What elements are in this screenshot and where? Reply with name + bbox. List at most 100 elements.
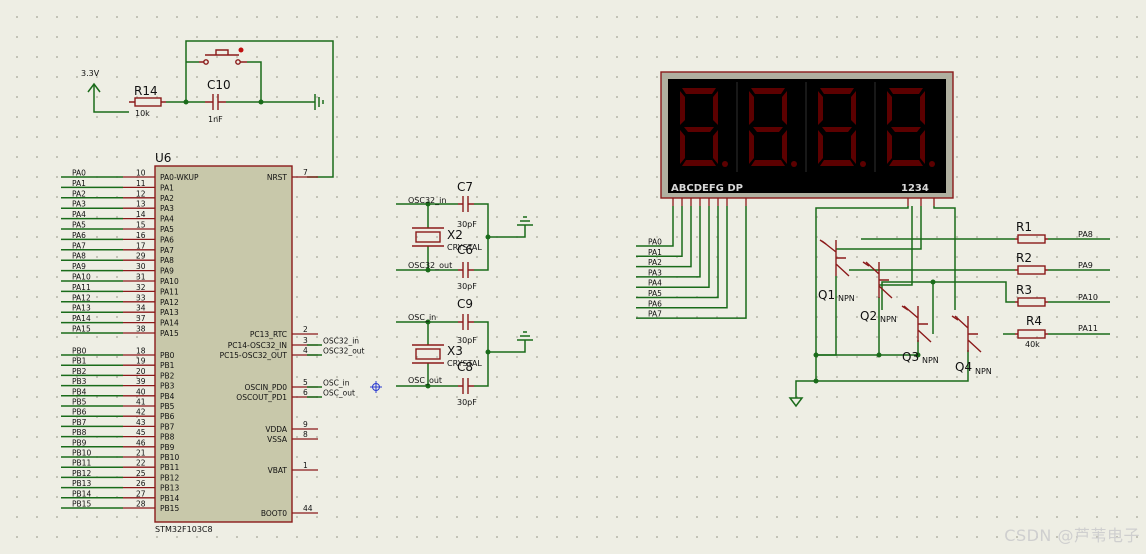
pin-net-label: PA1 xyxy=(72,179,86,188)
pin-number: 19 xyxy=(136,357,146,366)
pin-name: PB2 xyxy=(160,371,175,380)
c8-value: 30pF xyxy=(457,398,477,407)
pin-name: PB10 xyxy=(160,453,179,462)
segment-wire xyxy=(636,206,692,268)
pin-number: 14 xyxy=(136,210,146,219)
pin-number: 11 xyxy=(136,179,146,188)
segment-net-label: PA4 xyxy=(648,279,662,288)
pin-number: 6 xyxy=(303,388,308,397)
pin-name: PA1 xyxy=(160,183,174,192)
r2-net: PA9 xyxy=(1078,261,1093,270)
pin-net-label: PA13 xyxy=(72,304,91,313)
pin-name: PA8 xyxy=(160,256,174,265)
pin-number: 20 xyxy=(136,367,146,376)
segment-net-label: PA0 xyxy=(648,238,662,247)
pin-number: 4 xyxy=(303,346,308,355)
pin-number: 37 xyxy=(136,314,146,323)
pin-net-label: PB8 xyxy=(72,428,87,437)
osc32-out-net: OSC32_out xyxy=(408,261,452,270)
ground-icon xyxy=(517,216,533,226)
pin-name: PB7 xyxy=(160,422,175,431)
pin-name: PB5 xyxy=(160,402,175,411)
pin-name: PA14 xyxy=(160,319,179,328)
q3-type: NPN xyxy=(922,356,939,365)
pin-net-label: PB10 xyxy=(72,449,91,458)
pin-net-label: PA14 xyxy=(72,314,91,323)
q4-ref: Q4 xyxy=(955,360,972,374)
segment-net-label: PA6 xyxy=(648,299,662,308)
pin-number: 46 xyxy=(136,438,146,447)
pin-net-label: OSC_in xyxy=(323,379,350,388)
pin-number: 45 xyxy=(136,428,146,437)
q3-ref: Q3 xyxy=(902,350,919,364)
resistor-r3 xyxy=(1015,297,1048,307)
ground-icon xyxy=(788,397,804,408)
segment-net-label: PA3 xyxy=(648,268,662,277)
c6-value: 30pF xyxy=(457,282,477,291)
pin-name: NRST xyxy=(267,173,288,182)
c9-ref: C9 xyxy=(457,297,473,311)
pin-number: 31 xyxy=(136,273,146,282)
pin-number: 1 xyxy=(303,461,308,470)
x2-ref: X2 xyxy=(447,228,463,242)
crosshair-marker-icon xyxy=(370,381,382,393)
x3-ref: X3 xyxy=(447,344,463,358)
pin-name: PB15 xyxy=(160,504,179,513)
pin-name: BOOT0 xyxy=(261,509,287,518)
ground-icon xyxy=(517,331,533,341)
pin-number: 22 xyxy=(136,459,146,468)
pin-number: 2 xyxy=(303,325,308,334)
pin-number: 43 xyxy=(136,418,146,427)
pin-number: 13 xyxy=(136,200,146,209)
c7-value: 30pF xyxy=(457,220,477,229)
pin-net-label: PB4 xyxy=(72,387,87,396)
osc32-circuit: OSC32_in OSC32_out C7 30pF C6 30pF X2 CR… xyxy=(307,180,533,356)
osc32-in-net: OSC32_in xyxy=(408,196,446,205)
pin-net-label: PA0 xyxy=(72,169,86,178)
pin-number: 17 xyxy=(136,241,146,250)
segment-net-label: PA7 xyxy=(648,310,662,319)
pin-number: 12 xyxy=(136,189,146,198)
pin-name: PC15-OSC32_OUT xyxy=(220,351,288,360)
pin-number: 21 xyxy=(136,449,146,458)
pin-name: PA9 xyxy=(160,267,174,276)
pin-name: OSCIN_PD0 xyxy=(244,383,287,392)
pin-name: PB4 xyxy=(160,392,175,401)
pin-number: 16 xyxy=(136,231,146,240)
seven-segment-display[interactable]: ABCDEFG DP 1234 xyxy=(660,71,954,206)
pin-net-label: PB15 xyxy=(72,500,91,509)
digit-pin-label: 1234 xyxy=(901,183,929,194)
pin-name: PB3 xyxy=(160,382,175,391)
pin-net-label: PA5 xyxy=(72,221,86,230)
pin-number: 40 xyxy=(136,387,146,396)
pin-number: 9 xyxy=(303,420,308,429)
pin-name: PC14-OSC32_IN xyxy=(228,341,287,350)
pin-number: 28 xyxy=(136,500,146,509)
pin-number: 44 xyxy=(303,504,313,513)
pin-name: PB6 xyxy=(160,412,175,421)
pin-name: PB9 xyxy=(160,443,175,452)
pin-name: PA11 xyxy=(160,287,179,296)
pin-net-label: PB3 xyxy=(72,377,87,386)
mcu-pin-pb10: PB10 21 PB10 xyxy=(61,449,179,462)
pin-number: 8 xyxy=(303,430,308,439)
pin-net-label: OSC_out xyxy=(323,389,355,398)
r14-value: 10k xyxy=(135,109,150,118)
pin-net-label: PB11 xyxy=(72,459,91,468)
